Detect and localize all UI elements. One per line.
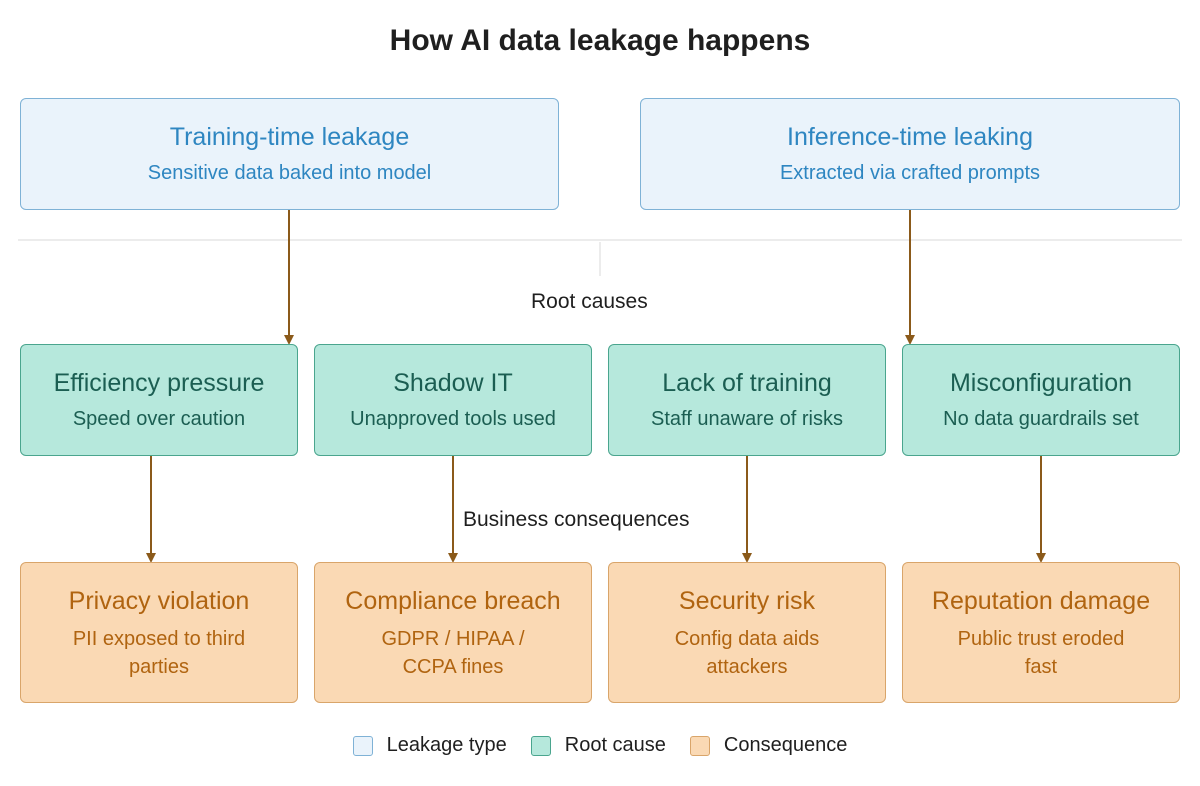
leakage-box-inference: Inference-time leaking Extracted via cra… — [640, 98, 1180, 210]
root-cause-title: Efficiency pressure — [53, 369, 265, 397]
consequence-box-compliance: Compliance breach GDPR / HIPAA / CCPA fi… — [314, 562, 592, 703]
legend-swatch-root-cause — [530, 735, 551, 756]
consequence-line: PII exposed to third — [72, 627, 246, 650]
consequence-title: Privacy violation — [68, 586, 250, 615]
consequence-line: CCPA fines — [402, 655, 504, 678]
root-causes-label: Root causes — [527, 290, 652, 314]
consequence-line: fast — [1024, 655, 1058, 678]
consequence-line: parties — [128, 655, 189, 678]
consequence-line: Public trust eroded — [957, 627, 1125, 650]
legend-item-leakage: Leakage type — [352, 734, 507, 757]
consequence-description: Config data aids attackers — [675, 625, 820, 681]
legend: Leakage type Root cause Consequence — [0, 734, 1200, 757]
consequence-title: Reputation damage — [931, 586, 1151, 615]
diagram-title: How AI data leakage happens — [389, 24, 811, 57]
consequence-description: Public trust eroded fast — [958, 625, 1125, 681]
consequence-line: Config data aids — [674, 627, 820, 650]
consequence-title: Compliance breach — [345, 586, 561, 615]
consequence-line: GDPR / HIPAA / — [381, 627, 525, 650]
legend-label: Leakage type — [386, 734, 507, 756]
consequence-description: GDPR / HIPAA / CCPA fines — [382, 625, 525, 681]
legend-item-consequence: Consequence — [689, 734, 848, 757]
legend-label: Consequence — [723, 734, 848, 756]
legend-swatch-leakage — [352, 735, 373, 756]
root-cause-title: Shadow IT — [393, 369, 513, 397]
root-cause-subtitle: Speed over caution — [72, 408, 246, 430]
root-cause-box-shadow-it: Shadow IT Unapproved tools used — [314, 344, 592, 456]
root-cause-box-efficiency: Efficiency pressure Speed over caution — [20, 344, 298, 456]
legend-swatch-consequence — [689, 735, 710, 756]
consequence-box-security: Security risk Config data aids attackers — [608, 562, 886, 703]
consequence-box-privacy: Privacy violation PII exposed to third p… — [20, 562, 298, 703]
root-cause-subtitle: No data guardrails set — [943, 408, 1139, 430]
consequence-box-reputation: Reputation damage Public trust eroded fa… — [902, 562, 1180, 703]
consequence-line: attackers — [706, 655, 788, 678]
legend-label: Root cause — [564, 734, 666, 756]
leakage-title: Training-time leakage — [169, 123, 410, 151]
leakage-title: Inference-time leaking — [787, 123, 1033, 151]
leakage-subtitle: Extracted via crafted prompts — [779, 162, 1041, 184]
root-cause-title: Misconfiguration — [949, 369, 1133, 397]
legend-item-root-cause: Root cause — [530, 734, 666, 757]
root-cause-subtitle: Unapproved tools used — [350, 408, 556, 430]
root-cause-title: Lack of training — [662, 369, 832, 397]
root-cause-subtitle: Staff unaware of risks — [651, 408, 843, 430]
root-cause-box-training: Lack of training Staff unaware of risks — [608, 344, 886, 456]
business-consequences-label: Business consequences — [459, 508, 694, 532]
leakage-subtitle: Sensitive data baked into model — [147, 162, 432, 184]
consequence-description: PII exposed to third parties — [73, 625, 245, 681]
root-cause-box-misconfiguration: Misconfiguration No data guardrails set — [902, 344, 1180, 456]
leakage-box-training: Training-time leakage Sensitive data bak… — [20, 98, 559, 210]
consequence-title: Security risk — [678, 586, 816, 615]
